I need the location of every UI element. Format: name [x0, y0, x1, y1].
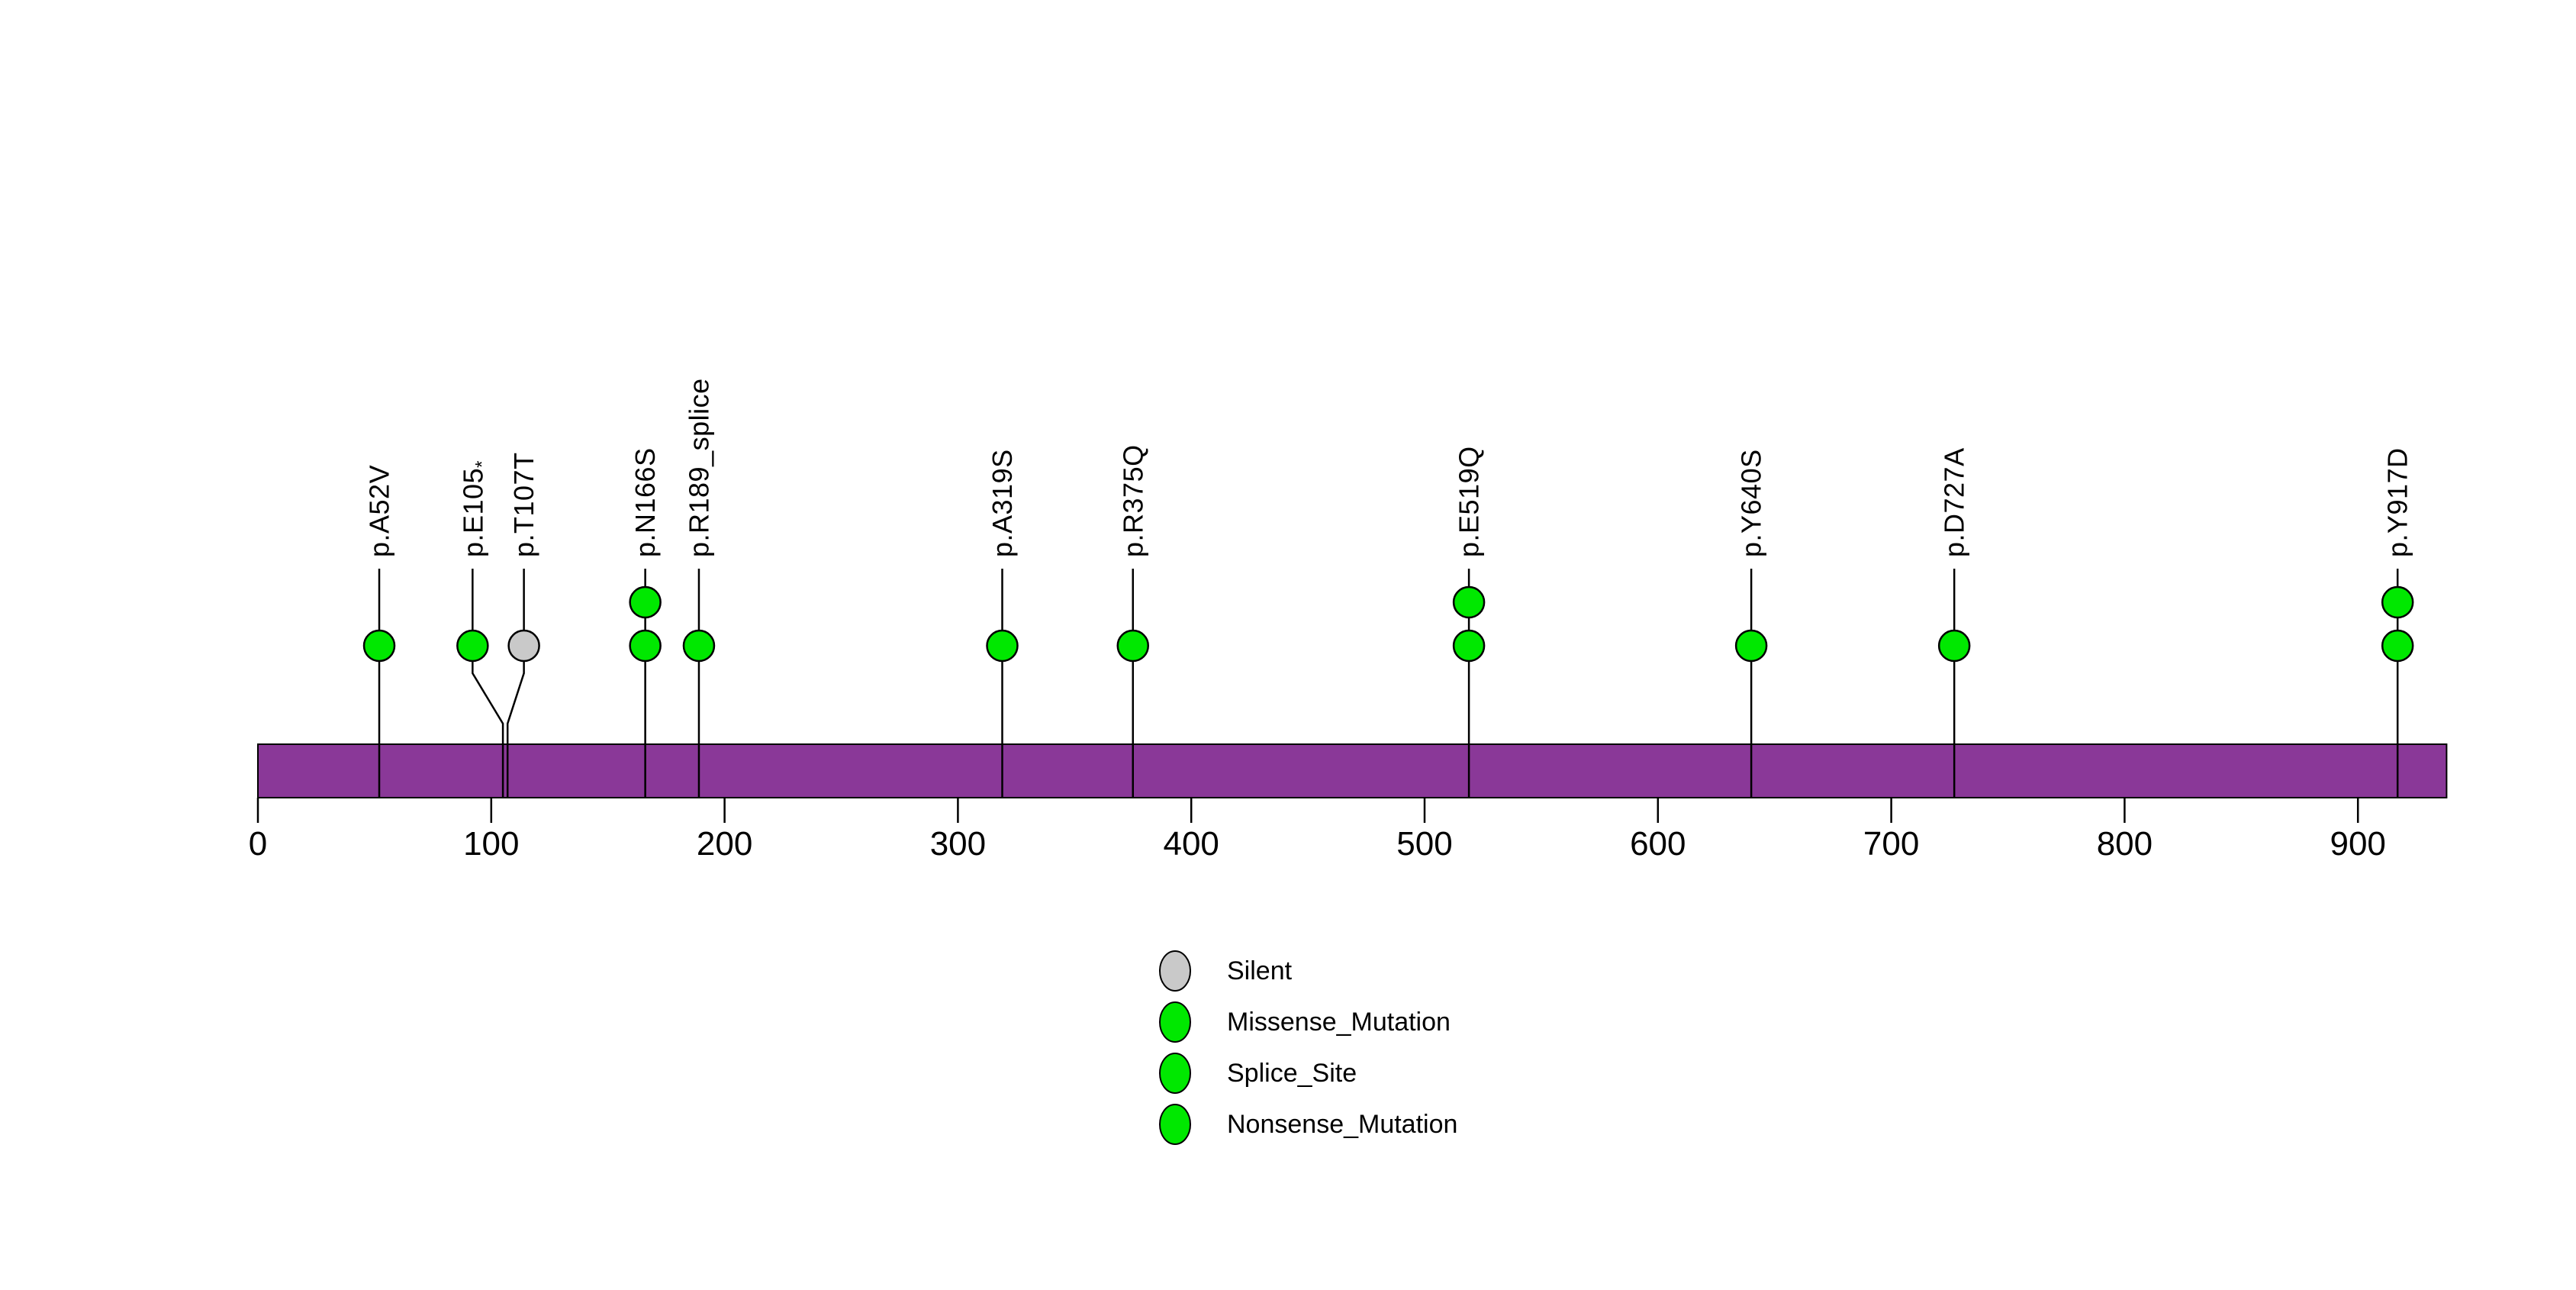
- x-axis-tick-label: 400: [1163, 825, 1219, 863]
- mutation-label: p.N166S: [630, 447, 661, 557]
- mutation-circle: [2381, 585, 2414, 619]
- mutation-label: p.R189_splice: [683, 378, 714, 557]
- mutation-labels-layer: p.A52V p.E105* p.T107T p.N166S p.R189_splice…: [364, 378, 2413, 557]
- x-axis-layer: 0 100 200 300 400 500 600 700 800 900: [249, 798, 2386, 863]
- mutation-circle: [2381, 629, 2414, 663]
- legend-item-label: Nonsense_Mutation: [1227, 1110, 1457, 1139]
- mutation-circle: [986, 629, 1019, 663]
- x-axis-tick-label: 800: [2097, 825, 2153, 863]
- protein-bar-layer: [257, 743, 2448, 798]
- mutation-circle: [1734, 629, 1768, 663]
- legend-marker-circle: [1159, 1104, 1191, 1145]
- mutation-circle: [1452, 629, 1486, 663]
- mutation-label: p.A52V: [364, 465, 395, 557]
- x-axis-tick-label: 700: [1863, 825, 1919, 863]
- x-axis-tick-label: 0: [249, 825, 267, 863]
- mutation-circles-layer: [362, 585, 2414, 663]
- mutation-label: p.Y917D: [2382, 447, 2413, 557]
- x-axis-tick-label: 300: [930, 825, 986, 863]
- x-axis-tick-label: 200: [697, 825, 752, 863]
- mutation-stem-bent: [506, 569, 525, 798]
- mutation-label: p.E519Q: [1454, 446, 1485, 557]
- mutation-label: p.D727A: [1939, 447, 1970, 557]
- legend-marker-circle: [1159, 1001, 1191, 1043]
- mutation-circle: [629, 629, 662, 663]
- x-axis-tick-label: 100: [463, 825, 519, 863]
- x-axis-tick-label: 900: [2330, 825, 2385, 863]
- mutation-circle: [1937, 629, 1971, 663]
- mutation-circle: [682, 629, 716, 663]
- mutation-circle: [629, 585, 662, 619]
- mutation-label: p.Y640S: [1736, 449, 1767, 557]
- mutation-label: p.T107T: [508, 452, 539, 557]
- legend-item-label: Missense_Mutation: [1227, 1008, 1451, 1037]
- protein-domain-bar: [257, 743, 2448, 798]
- x-axis-tick-label: 600: [1630, 825, 1686, 863]
- mutation-circle: [1452, 585, 1486, 619]
- mutation-circle: [456, 629, 489, 663]
- mutation-circle: [507, 629, 540, 663]
- legend-layer: SilentMissense_MutationSplice_SiteNonsen…: [1159, 950, 1457, 1145]
- mutation-stem-bent: [472, 569, 504, 798]
- mutation-label: p.A319S: [987, 449, 1018, 557]
- legend-item-label: Splice_Site: [1227, 1059, 1357, 1088]
- mutation-circle: [1116, 629, 1149, 663]
- legend-marker-circle: [1159, 950, 1191, 992]
- legend-item-label: Silent: [1227, 956, 1293, 985]
- legend-marker-circle: [1159, 1053, 1191, 1094]
- mutation-label: p.R375Q: [1117, 444, 1148, 557]
- x-axis-tick-label: 500: [1396, 825, 1452, 863]
- mutation-circle: [362, 629, 396, 663]
- mutation-label: p.E105*: [457, 460, 492, 557]
